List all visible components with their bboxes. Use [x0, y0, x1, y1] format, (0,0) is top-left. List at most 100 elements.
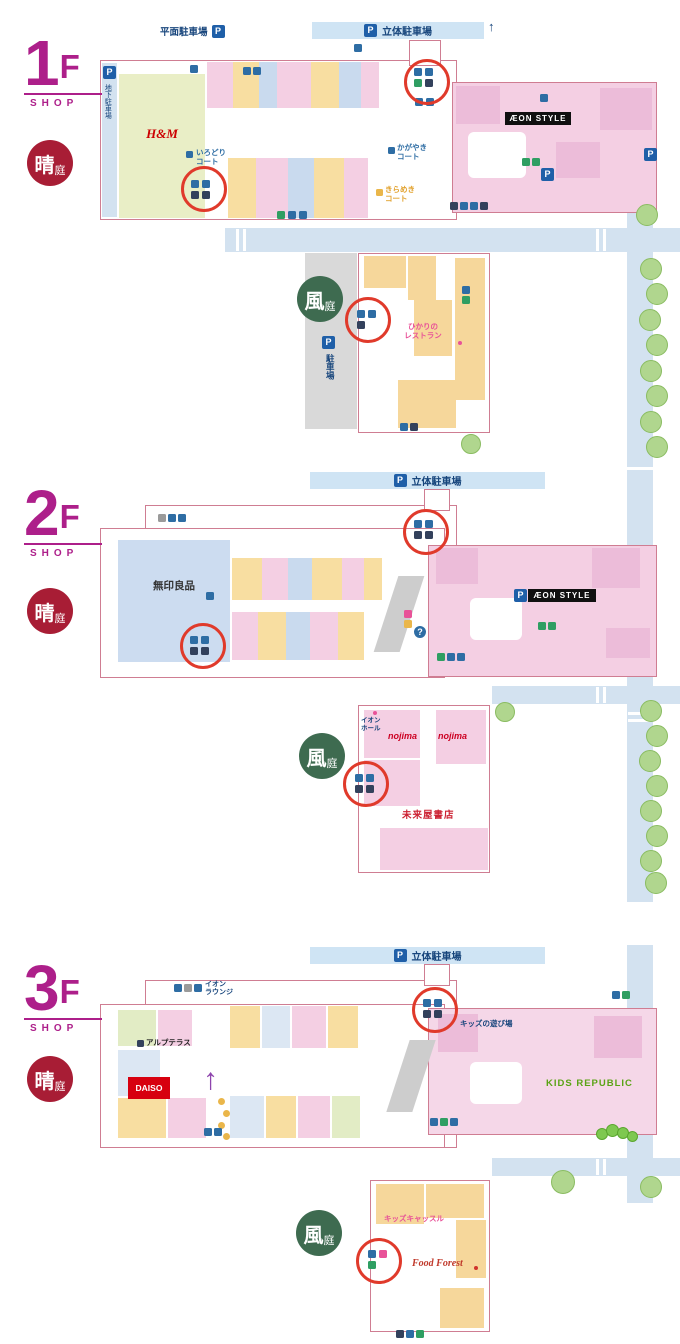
- facility-icon: [470, 202, 478, 210]
- kids-republic-label: KIDS REPUBLIC: [546, 1078, 633, 1089]
- deck-parking-banner-2f: P 立体駐車場: [310, 472, 545, 489]
- store-block: [232, 612, 258, 660]
- underground-parking-label: 地下駐車場: [104, 84, 112, 119]
- kagayaki-court-label: かがやき コート: [397, 143, 427, 161]
- tree: [640, 258, 662, 280]
- highlight-circle: [412, 987, 458, 1033]
- store-block: [262, 1006, 290, 1048]
- store-block: [592, 548, 640, 588]
- store-block: [292, 1006, 326, 1048]
- parking-icon: P: [541, 168, 554, 181]
- facility-icon: [447, 653, 455, 661]
- information-icon: ?: [414, 626, 426, 638]
- store-block: [311, 62, 339, 108]
- sun-garden-kanji-sub: 庭: [54, 613, 66, 625]
- shop-label: SHOP: [30, 98, 79, 110]
- store-block: [298, 1096, 330, 1138]
- facility-icon: [178, 514, 186, 522]
- facility-icon: [206, 592, 214, 600]
- facility-icon: [450, 202, 458, 210]
- kids-castle-label: キッズキャッスル: [384, 1214, 444, 1223]
- hm-label: H&M: [146, 126, 178, 141]
- facility-icon: [299, 211, 307, 219]
- tree: [646, 334, 668, 356]
- tree: [495, 702, 515, 722]
- store-block: [436, 710, 486, 764]
- deck-bridge-2f: [424, 489, 450, 511]
- facility-icon: [462, 286, 470, 294]
- hikari-restaurant-label: ひかりの レストラン: [404, 322, 442, 340]
- store-block: [286, 612, 310, 660]
- floor-3-label: 3 F SHOP: [24, 952, 102, 1034]
- deck-parking-text: 立体駐車場: [411, 477, 462, 488]
- tree: [640, 360, 662, 382]
- store-block: [398, 380, 456, 428]
- store-block: [259, 62, 277, 108]
- food-court-dot: [223, 1133, 230, 1140]
- deck-parking-text: 立体駐車場: [411, 952, 462, 963]
- store-block: [277, 62, 311, 108]
- highlight-circle: [181, 166, 227, 212]
- store-block: [380, 828, 488, 870]
- floor-number: 3: [24, 952, 60, 1024]
- store-block: [118, 1098, 166, 1138]
- store-block: [339, 62, 361, 108]
- crosswalk: [596, 1159, 610, 1175]
- store-block: [258, 612, 286, 660]
- irodori-court-label: いろどり コート: [196, 148, 226, 166]
- facility-icon: [522, 158, 530, 166]
- parking-icon: P: [393, 474, 407, 487]
- store-block: [414, 300, 452, 356]
- store-block: [440, 1288, 484, 1328]
- floor-number: 1: [24, 27, 60, 99]
- floor-label-rule: [24, 93, 102, 96]
- deck-parking-banner-3f: P 立体駐車場: [310, 947, 545, 964]
- tree: [640, 700, 662, 722]
- wind-garden-badge-1f: 風 庭: [297, 276, 343, 322]
- store-block: [262, 558, 288, 600]
- parking-icon: P: [514, 589, 527, 602]
- wind-garden-kanji-sub: 庭: [326, 758, 338, 770]
- facility-icon: [612, 991, 620, 999]
- floor-label-rule: [24, 543, 102, 546]
- aeon-style-label-1f: ÆON STYLE: [505, 112, 571, 125]
- deck-parking-text: 立体駐車場: [382, 27, 432, 38]
- store-block: [436, 548, 478, 584]
- deck-parking-banner-1f: P 立体駐車場: [312, 22, 484, 39]
- store-block: [314, 158, 344, 218]
- facility-icon: [457, 653, 465, 661]
- store-block: [376, 1184, 424, 1224]
- store-block: [310, 612, 338, 660]
- tree: [646, 775, 668, 797]
- lounge-icon: [194, 984, 202, 992]
- facility-icon: [440, 1118, 448, 1126]
- wind-garden-badge-2f: 風 庭: [299, 733, 345, 779]
- corridor: [470, 598, 522, 640]
- tree: [639, 309, 661, 331]
- corridor: [470, 1062, 522, 1104]
- store-block: [344, 158, 368, 218]
- terrace-icon: [137, 1040, 144, 1047]
- tree: [645, 872, 667, 894]
- sun-garden-badge-1f: 晴 庭: [27, 140, 73, 186]
- facility-icon: [277, 211, 285, 219]
- caterpillar-decoration: [627, 1131, 638, 1142]
- highlight-circle: [403, 509, 449, 555]
- parking-icon: P: [644, 148, 657, 161]
- road: [492, 686, 680, 704]
- alp-terrace-label: アルプテラス: [146, 1038, 191, 1047]
- wind-garden-kanji-sub: 庭: [323, 1235, 335, 1247]
- floor-suffix: F: [59, 973, 80, 1010]
- wind-garden-badge-3f: 風 庭: [296, 1210, 342, 1256]
- facility-icon: [437, 653, 445, 661]
- store-block: [364, 558, 382, 600]
- facility-icon: [622, 991, 630, 999]
- store-block: [207, 62, 233, 108]
- parking-label: 駐車場: [325, 354, 336, 380]
- store-block: [288, 158, 314, 218]
- crosswalk: [596, 687, 610, 703]
- store-block: [556, 142, 600, 178]
- tree: [646, 825, 668, 847]
- store-block: [230, 1006, 260, 1048]
- sun-garden-badge-2f: 晴 庭: [27, 588, 73, 634]
